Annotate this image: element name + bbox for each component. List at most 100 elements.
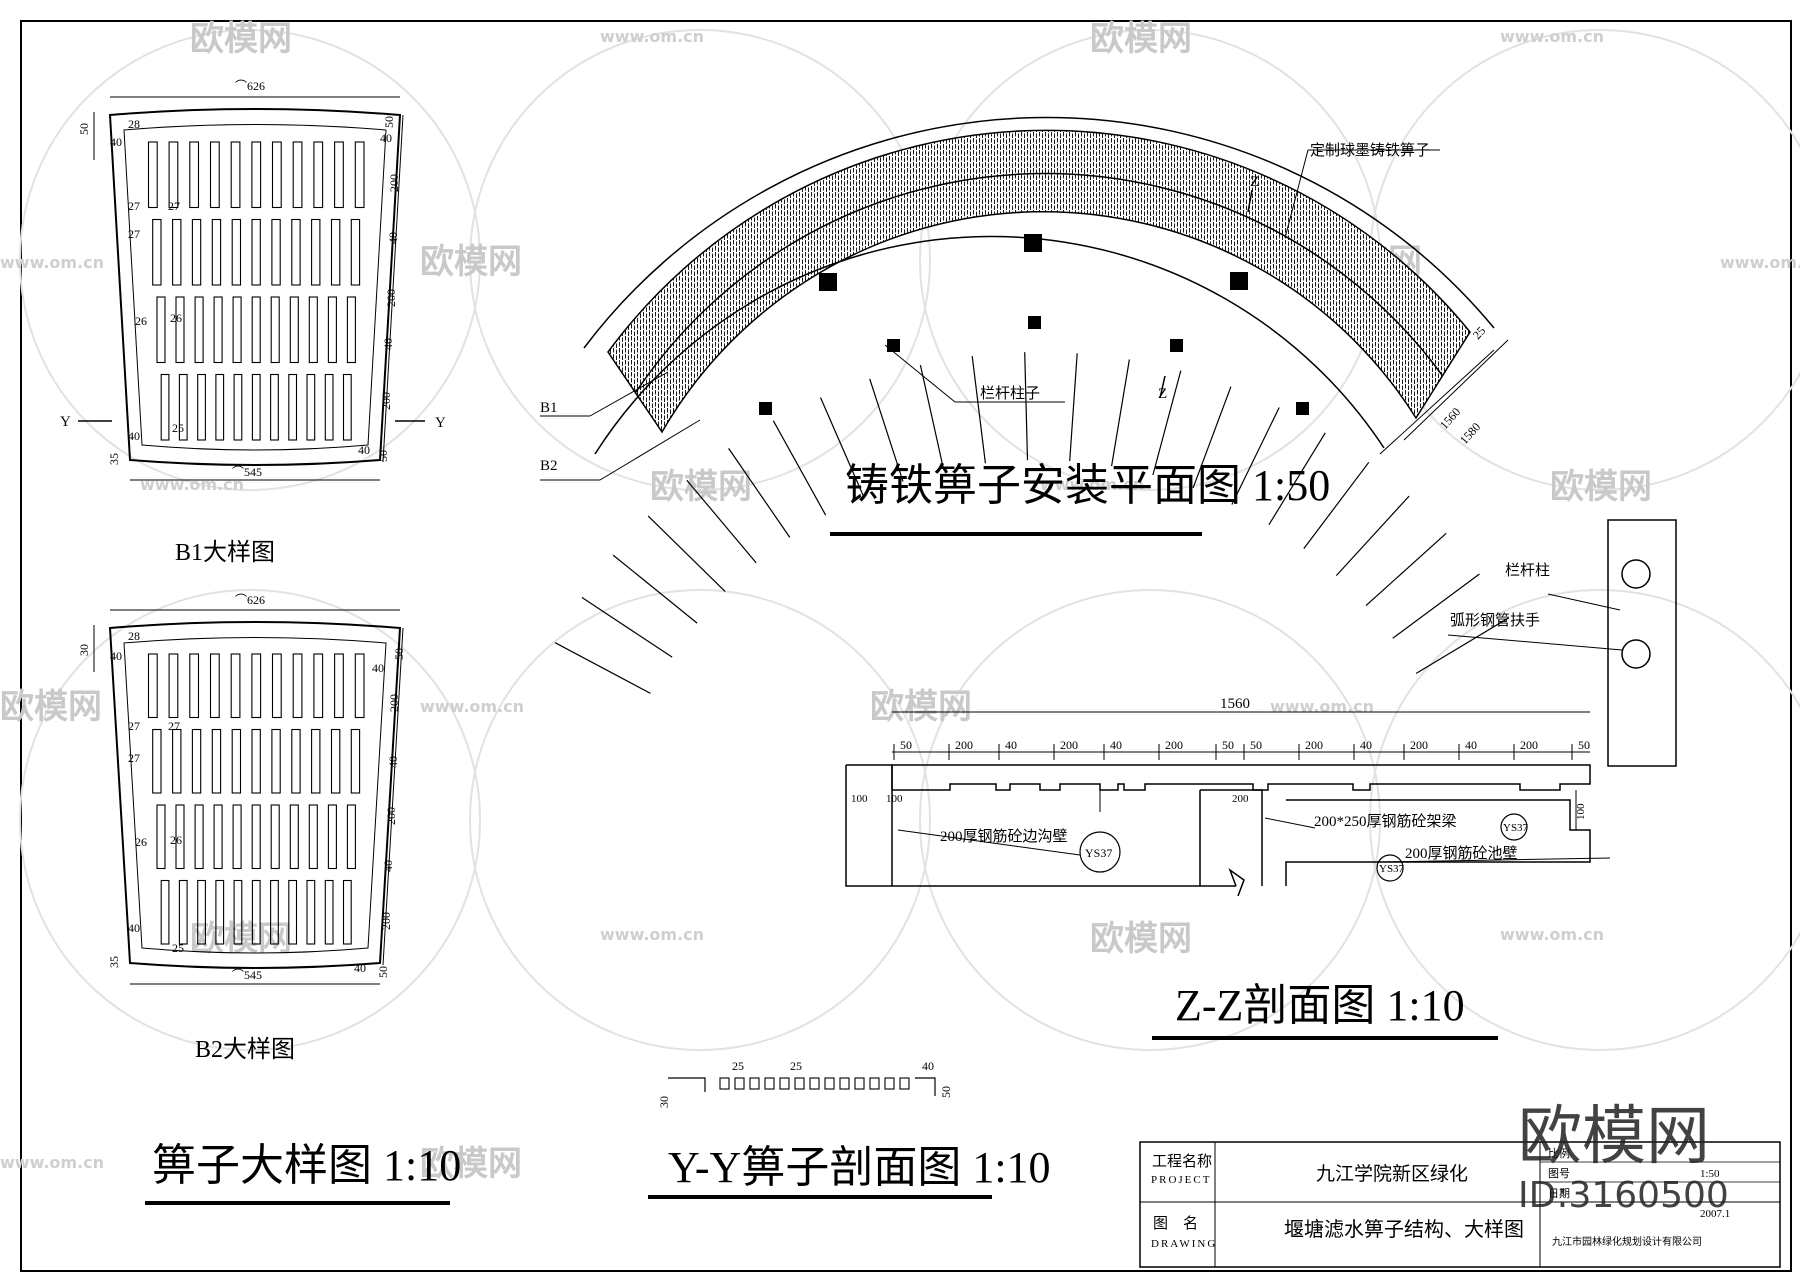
watermark-url: www.om.cn xyxy=(1500,925,1604,944)
slot-label: 27 xyxy=(128,751,140,765)
leader-pool-wall xyxy=(1379,857,1611,863)
watermark-brand: 欧模网 xyxy=(650,467,752,507)
grate-slot xyxy=(334,141,344,209)
arc-joint xyxy=(1111,359,1130,467)
grate-slot xyxy=(327,296,337,364)
dim: 50 xyxy=(376,450,390,462)
label-handrail: 弧形钢管扶手 xyxy=(1450,612,1540,629)
project-label: 工程名称 xyxy=(1152,1153,1212,1170)
leader-b2 xyxy=(599,419,701,481)
title-block: 工程名称 PROJECT 九江学院新区绿化 图 名 DRAWING 堰塘滤水箅子… xyxy=(1139,1141,1781,1268)
break-mark xyxy=(1228,867,1245,897)
id-watermark: ID:3160500 xyxy=(1518,1175,1729,1216)
arc-joint xyxy=(1192,386,1232,489)
b2-outline xyxy=(108,621,402,969)
handrail-pipe-top xyxy=(1621,559,1651,589)
grate-slot xyxy=(197,879,206,945)
slot-label: 26 xyxy=(135,314,147,328)
yy-bar xyxy=(764,1077,775,1090)
date-value: 2007.1 xyxy=(1700,1208,1730,1220)
zz-segment-dim: 200 xyxy=(1165,738,1183,752)
grate-slot xyxy=(251,728,261,794)
grate-slot xyxy=(189,141,200,209)
grate-slot xyxy=(251,879,261,945)
drawing-name: 堰塘滤水箅子结构、大样图 xyxy=(1284,1218,1524,1241)
b2-right-dim-line xyxy=(382,627,404,966)
grate-slot xyxy=(289,804,299,870)
dim: 40 xyxy=(381,860,395,872)
arc-joint xyxy=(1268,432,1326,526)
detail-b1: ⌒626 ⌒545 50 40 200 40 200 40 200 40 50 … xyxy=(60,79,446,566)
arc-joint xyxy=(647,515,726,593)
grate-slot xyxy=(251,218,261,286)
label-b1: B1 xyxy=(540,400,558,416)
grate-slot xyxy=(288,373,298,441)
grate-slot xyxy=(324,373,334,441)
dim: 40 xyxy=(372,661,384,675)
grate-slot xyxy=(292,141,303,209)
b1-outline xyxy=(108,108,402,466)
zz-segment-dim: 50 xyxy=(900,738,912,752)
grate-slot xyxy=(232,804,242,870)
grate-slot xyxy=(271,141,282,209)
grate-slot xyxy=(160,373,170,441)
label-edge-wall: 200厚钢筋砼边沟壁 xyxy=(940,828,1068,845)
grate-slot xyxy=(213,296,223,364)
grate-slot xyxy=(251,141,262,209)
b2-bottom-width: ⌒545 xyxy=(232,968,262,982)
plan-dim-line xyxy=(1403,339,1509,441)
label-post: 栏杆柱子 xyxy=(980,385,1040,402)
grate-slot xyxy=(215,879,225,945)
grate-slot xyxy=(313,141,324,209)
b1-bottom-width: ⌒545 xyxy=(232,465,262,479)
grate-slot xyxy=(324,879,334,945)
grate-slot xyxy=(251,296,261,364)
yy-bar xyxy=(809,1077,820,1090)
grate-slot xyxy=(311,728,321,794)
detail-title: 箅子大样图 1:10 xyxy=(152,1141,461,1190)
grate-slot xyxy=(147,653,158,719)
yy-dim: 40 xyxy=(922,1059,934,1073)
yy-dim: 25 xyxy=(790,1059,802,1073)
grate-slot xyxy=(306,373,316,441)
zz-segment-dim: 200 xyxy=(1410,738,1428,752)
grate-slot xyxy=(172,728,182,794)
grate-slot xyxy=(327,804,337,870)
leader-edge-wall xyxy=(897,829,1081,856)
zz-segment-dim: 50 xyxy=(1578,738,1590,752)
arc-joint xyxy=(819,397,865,497)
railing-post xyxy=(1170,339,1183,352)
railing-post xyxy=(759,402,772,415)
dim: 50 xyxy=(382,116,396,128)
grate-slot xyxy=(233,879,243,945)
slot-label: 28 xyxy=(128,629,140,643)
z-mark-bottom xyxy=(1159,375,1166,399)
plan-dim-line xyxy=(1379,349,1495,455)
slot-label: 26 xyxy=(170,833,182,847)
b2-top-width: ⌒626 xyxy=(235,593,265,607)
grate-slot xyxy=(251,653,262,719)
grate-slot xyxy=(270,373,279,441)
dim: 40 xyxy=(354,961,366,975)
handrail-pipe-bottom xyxy=(1621,639,1651,669)
watermark-url: www.om.cn xyxy=(1720,253,1800,272)
slot-label: 40 xyxy=(128,429,140,443)
slot-label: 27 xyxy=(128,719,140,733)
grate-slot xyxy=(168,141,179,209)
grate-slot xyxy=(354,653,365,719)
railing-post xyxy=(887,339,900,352)
zz-segment-dim: 40 xyxy=(1360,738,1372,752)
yy-bar xyxy=(794,1077,805,1090)
project-label-en: PROJECT xyxy=(1151,1174,1211,1186)
dim: 40 xyxy=(380,131,392,145)
ref-tag-circle xyxy=(1376,854,1404,882)
b1-right-dims: 50 40 200 40 200 40 200 40 50 xyxy=(358,116,401,462)
arc-joint xyxy=(1415,617,1510,674)
arc-joint xyxy=(1392,573,1480,639)
railing-posts xyxy=(759,234,1309,415)
slot-label: 27 xyxy=(168,199,180,213)
watermark-url: www.om.cn xyxy=(140,475,244,494)
zz-segment-dim: 40 xyxy=(1110,738,1122,752)
arc-joint xyxy=(1365,532,1447,607)
